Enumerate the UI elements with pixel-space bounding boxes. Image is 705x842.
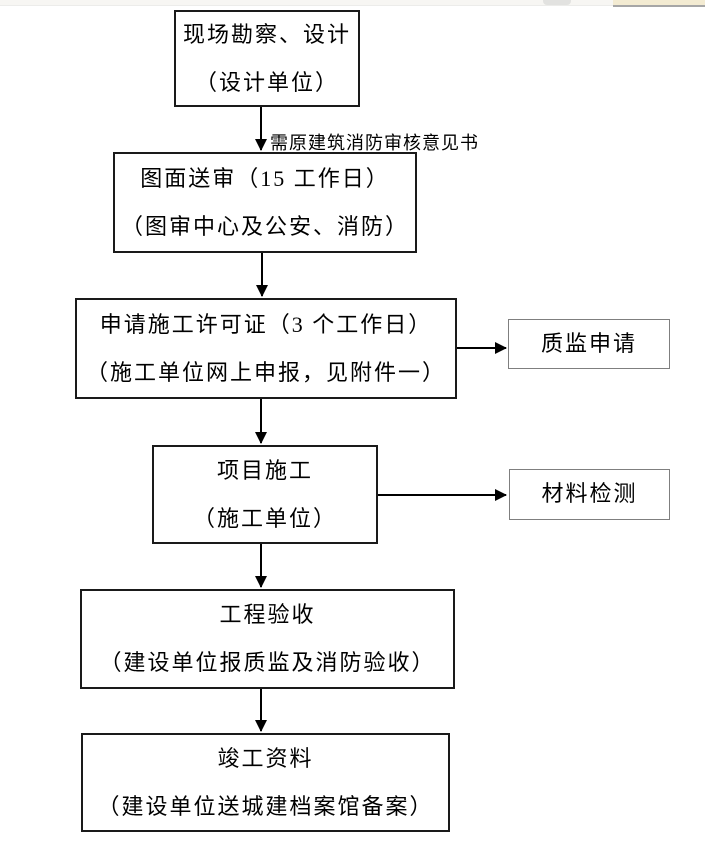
node-quality-supervision: 质监申请	[508, 319, 670, 369]
node-label-line2: （建设单位报质监及消防验收）	[99, 650, 436, 675]
node-survey-design: 现场勘察、设计 （设计单位）	[174, 10, 360, 107]
edge-label-fire-review-note: 需原建筑消防审核意见书	[270, 133, 479, 153]
node-label-line1: 申请施工许可证（3 个工作日）	[99, 311, 433, 337]
node-completion-archive: 竣工资料 （建设单位送城建档案馆备案）	[81, 733, 450, 832]
top-toolbar-sliver	[0, 0, 705, 6]
toolbar-underline	[613, 5, 705, 7]
node-label-line1: 材料检测	[541, 481, 638, 507]
node-label-line1: 图面送审（15 工作日）	[140, 165, 390, 191]
node-label-line2: （图审中心及公安、消防）	[120, 213, 409, 239]
node-label-line1: 质监申请	[540, 330, 637, 356]
node-label-line2: （设计单位）	[194, 69, 339, 95]
node-project-acceptance: 工程验收 （建设单位报质监及消防验收）	[80, 589, 455, 689]
node-drawing-review: 图面送审（15 工作日） （图审中心及公安、消防）	[113, 152, 417, 253]
toolbar-highlight	[613, 0, 705, 5]
toolbar-pill	[543, 0, 571, 5]
node-construction-permit: 申请施工许可证（3 个工作日） （施工单位网上申报，见附件一）	[75, 298, 457, 399]
node-label-line1: 项目施工	[216, 457, 313, 483]
node-label-line1: 竣工资料	[217, 745, 314, 771]
node-label-line1: 工程验收	[219, 602, 316, 627]
node-material-testing: 材料检测	[509, 469, 670, 520]
node-project-construction: 项目施工 （施工单位）	[152, 445, 378, 544]
node-label-line1: 现场勘察、设计	[182, 21, 351, 47]
node-label-line2: （建设单位送城建档案馆备案）	[97, 793, 434, 819]
node-label-line2: （施工单位网上申报，见附件一）	[85, 359, 446, 385]
node-label-line2: （施工单位）	[192, 505, 337, 531]
